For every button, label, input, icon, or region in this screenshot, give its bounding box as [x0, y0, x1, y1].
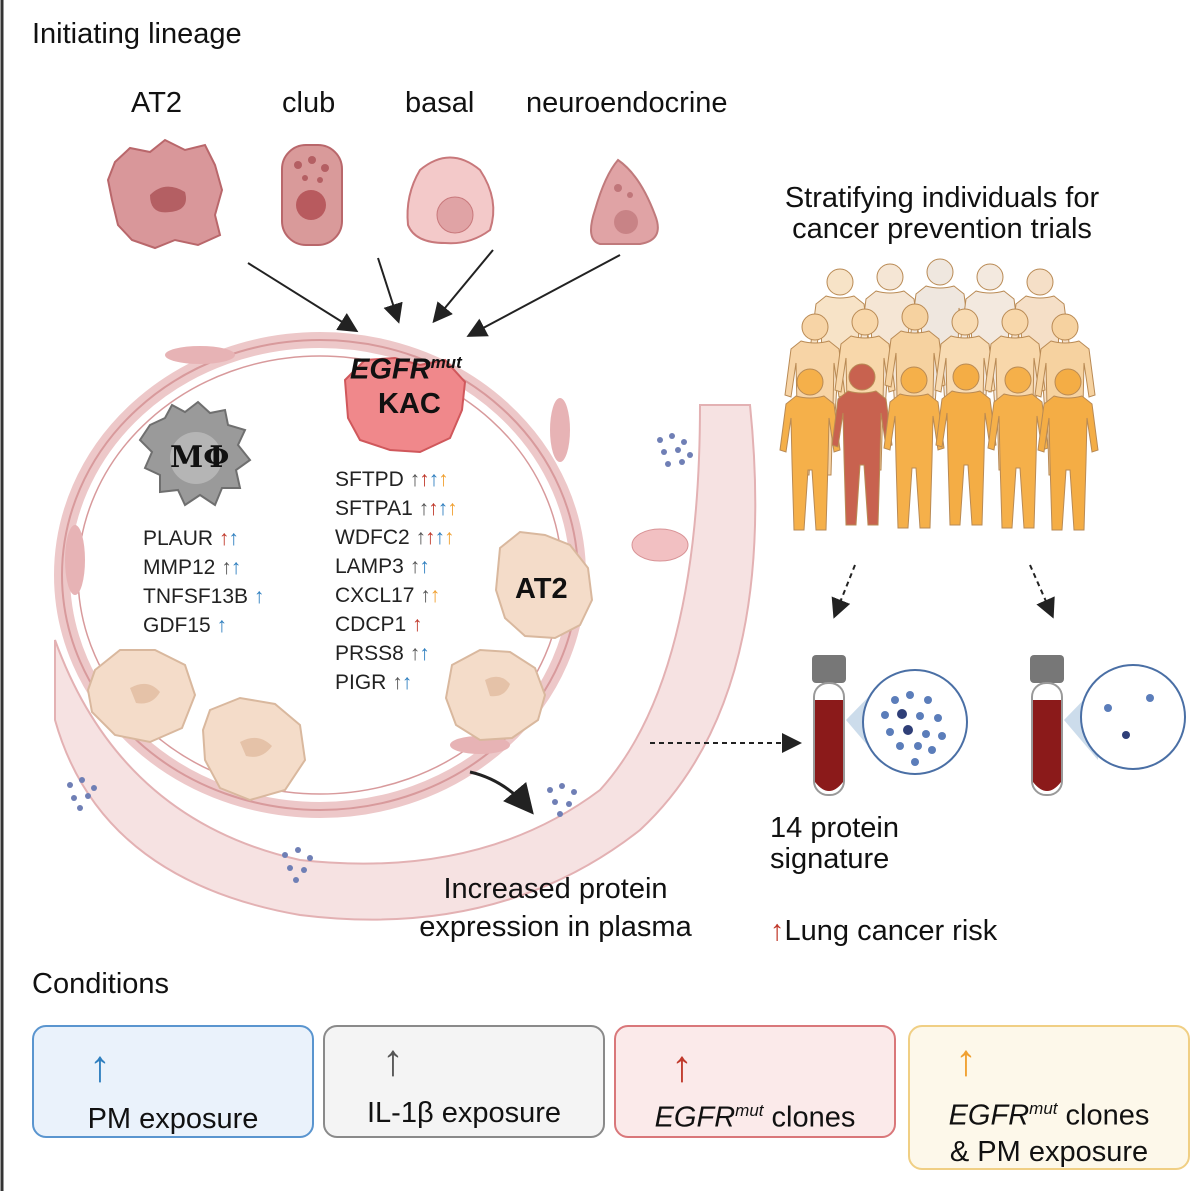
gene-name: SFTPA1 [335, 497, 419, 520]
up-arrow-icon: ↑ [401, 671, 412, 694]
up-arrow-icon: ↑ [671, 1042, 693, 1091]
up-arrow-icon: ↑ [253, 585, 264, 608]
condition-il1b-exposure: ↑ IL-1β exposure [323, 1025, 605, 1138]
condition-egfr-clones: ↑ EGFRmut clones [614, 1025, 896, 1138]
macrophage-icon [138, 400, 252, 507]
gene-row: GDF15 ↑ [143, 611, 263, 640]
gene-name: PLAUR [143, 527, 219, 550]
up-arrow-icon: ↑ [438, 468, 448, 491]
gene-name: PRSS8 [335, 642, 410, 665]
gene-row: CDCP1 ↑ [335, 610, 457, 639]
blood-tube-icon [1030, 655, 1186, 796]
up-arrow-icon: ↑ [415, 526, 426, 549]
up-arrow-icon: ↑ [419, 555, 429, 578]
gene-name: MMP12 [143, 556, 222, 579]
neuroendocrine-lineage-cell [590, 158, 659, 245]
lung-cancer-risk: ↑Lung cancer risk [770, 915, 998, 947]
up-arrow-icon: ↑ [447, 497, 457, 520]
at2-cell-label: AT2 [515, 573, 568, 605]
gene-name: LAMP3 [335, 555, 410, 578]
gene-row: SFTPD ↑↑↑↑ [335, 465, 457, 494]
up-arrow-icon: ↑ [437, 497, 448, 520]
macrophage-gene-list: PLAUR ↑↑MMP12 ↑↑TNFSF13B ↑GDF15 ↑ [143, 524, 264, 640]
gene-row: MMP12 ↑↑ [143, 553, 263, 582]
up-arrow-icon: ↑ [230, 556, 241, 579]
lineage-label-basal: basal [405, 87, 475, 119]
up-arrow-icon: ↑ [419, 642, 429, 665]
conditions-title: Conditions [32, 968, 170, 1000]
gene-row: PIGR ↑↑ [335, 668, 457, 697]
up-arrow-icon: ↑ [409, 468, 420, 491]
at2-cell-lower-right [444, 648, 547, 742]
up-arrow-icon: ↑ [228, 527, 238, 550]
at2-lineage-cell [106, 138, 224, 250]
gene-row: TNFSF13B ↑ [143, 582, 264, 611]
club-lineage-cell [281, 144, 343, 246]
lineage-label-at2: AT2 [131, 87, 183, 119]
people-crowd-icon [779, 258, 1099, 531]
condition-egfr-clones-pm: ↑ EGFRmut clones & PM exposure [908, 1025, 1190, 1170]
egfr-kac-cell [343, 356, 467, 454]
up-arrow-icon: ↑ [418, 497, 429, 520]
up-arrow-icon: ↑ [428, 497, 438, 520]
up-arrow-icon: ↑ [89, 1042, 111, 1091]
gene-name: WDFC2 [335, 526, 416, 549]
initiating-lineage-title: Initiating lineage [32, 18, 242, 50]
kac-gene-list: SFTPD ↑↑↑↑SFTPA1 ↑↑↑↑WDFC2 ↑↑↑↑LAMP3 ↑↑C… [335, 465, 458, 697]
lineage-label-neuroendocrine: neuroendocrine [526, 87, 728, 119]
condition-label: EGFRmut clones [654, 1101, 856, 1134]
up-arrow-icon: ↑ [392, 671, 402, 694]
gene-row: WDFC2 ↑↑↑↑ [335, 523, 457, 552]
gene-row: PRSS8 ↑↑ [335, 639, 457, 668]
gene-row: LAMP3 ↑↑ [335, 552, 457, 581]
up-arrow-icon: ↑ [409, 555, 420, 578]
protein-dots [67, 433, 693, 883]
basal-lineage-cell [406, 156, 495, 245]
gene-name: CDCP1 [335, 613, 413, 636]
up-arrow-icon: ↑ [419, 468, 429, 491]
up-arrow-icon: ↑ [444, 526, 454, 549]
up-arrow-icon: ↑ [412, 613, 422, 636]
up-arrow-icon: ↑ [428, 468, 439, 491]
gene-row: SFTPA1 ↑↑↑↑ [335, 494, 458, 523]
condition-pm-exposure: ↑ PM exposure [32, 1025, 314, 1138]
kac-label: KAC [378, 388, 441, 420]
up-arrow-icon: ↑ [216, 614, 227, 637]
condition-label: IL-1β exposure [366, 1097, 561, 1129]
up-arrow-icon: ↑ [218, 527, 229, 550]
gene-name: GDF15 [143, 614, 217, 637]
blood-tube-icon [812, 655, 968, 796]
up-arrow-icon: ↑ [434, 526, 445, 549]
gene-name: TNFSF13B [143, 585, 254, 608]
up-arrow-icon: ↑ [420, 584, 430, 607]
gene-row: CXCL17 ↑↑ [335, 581, 457, 610]
condition-label: EGFRmut clones & PM exposure [948, 1099, 1150, 1168]
gene-name: PIGR [335, 671, 393, 694]
at2-cell-bottom [201, 696, 307, 802]
macrophage-label: MΦ [170, 440, 230, 475]
at2-cell-right [494, 530, 594, 640]
up-arrow-icon: ↑ [425, 526, 435, 549]
up-arrow-icon: ↑ [429, 584, 440, 607]
up-arrow-icon: ↑ [221, 556, 231, 579]
at2-cell-lower-left [86, 649, 197, 744]
gene-name: CXCL17 [335, 584, 421, 607]
up-arrow-icon: ↑ [955, 1036, 977, 1085]
up-arrow-icon: ↑ [382, 1036, 404, 1085]
condition-label: PM exposure [87, 1103, 259, 1135]
lineage-label-club: club [282, 87, 336, 119]
gene-name: SFTPD [335, 468, 410, 491]
gene-row: PLAUR ↑↑ [143, 524, 263, 553]
egfr-mut-label: EGFRmut [350, 353, 462, 386]
up-arrow-icon: ↑ [409, 642, 420, 665]
blood-vessel [54, 404, 757, 921]
